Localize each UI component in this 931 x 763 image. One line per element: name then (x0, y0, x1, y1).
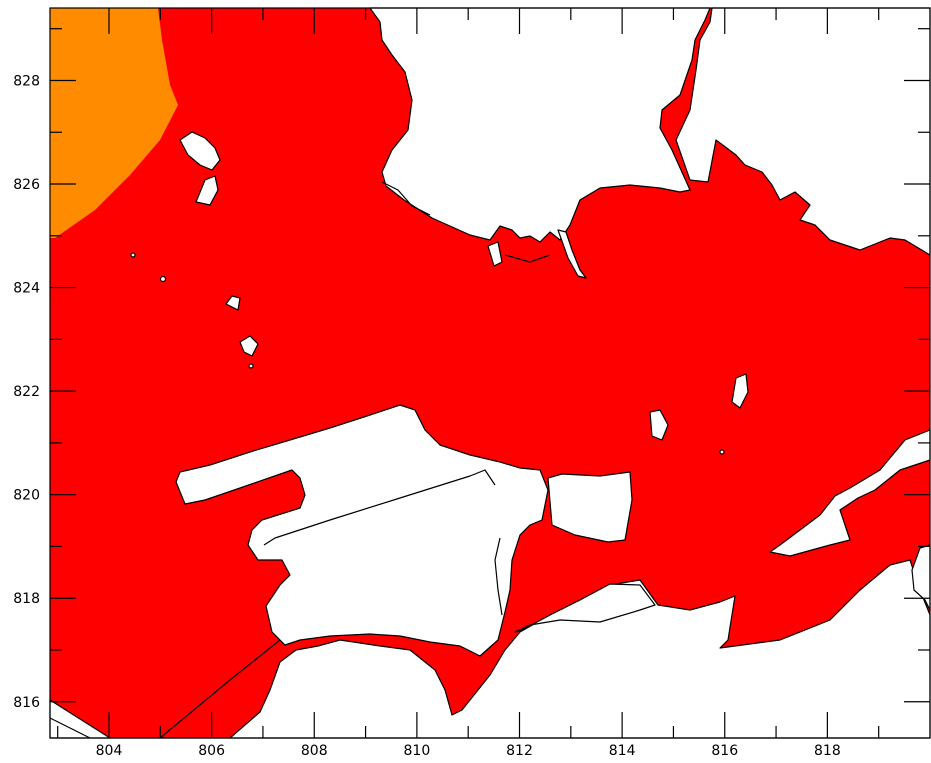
island-6 (731, 373, 749, 409)
islet-1 (130, 252, 136, 258)
coast-line-4 (159, 639, 281, 739)
island-3 (225, 295, 241, 311)
island-7 (557, 229, 587, 279)
plot-frame (49, 7, 931, 739)
x-tick-label: 816 (711, 743, 738, 759)
island-4 (239, 335, 259, 357)
coast-line-2 (504, 254, 551, 263)
zone-medium-area (50, 8, 178, 238)
land-northeast-2 (675, 7, 931, 256)
coast-line-1 (381, 181, 431, 216)
land-central-island (175, 404, 549, 657)
islet-3 (248, 363, 254, 369)
y-tick-label: 818 (13, 591, 40, 607)
x-tick-label: 806 (198, 743, 225, 759)
x-tick-label: 818 (814, 743, 841, 759)
island-2 (195, 175, 219, 206)
islet-4 (719, 449, 725, 455)
y-tick-label: 820 (13, 488, 40, 504)
coast-line-5 (49, 717, 91, 739)
coast-line-3 (494, 537, 503, 616)
land-northeast (369, 7, 711, 243)
island-1 (179, 131, 221, 171)
y-tick-label: 824 (13, 281, 40, 297)
land-pier-center (547, 471, 633, 543)
y-tick-label: 828 (13, 73, 40, 89)
land-south-cove (514, 583, 656, 633)
x-tick-label: 804 (96, 743, 123, 759)
island-8 (487, 241, 503, 267)
x-tick-label: 808 (301, 743, 328, 759)
y-tick-label: 822 (13, 384, 40, 400)
land-east-peninsula (769, 429, 931, 557)
islet-2 (159, 275, 167, 283)
y-tick-label: 816 (13, 695, 40, 711)
x-tick-label: 812 (506, 743, 533, 759)
x-tick-label: 814 (609, 743, 636, 759)
x-tick-label: 810 (404, 743, 431, 759)
runway (263, 469, 496, 546)
island-5 (649, 409, 669, 441)
x-axis: 804 806 808 810 812 814 816 818 (57, 8, 880, 759)
y-tick-label: 826 (13, 177, 40, 193)
y-axis: 828 826 824 822 820 818 816 (13, 28, 930, 711)
